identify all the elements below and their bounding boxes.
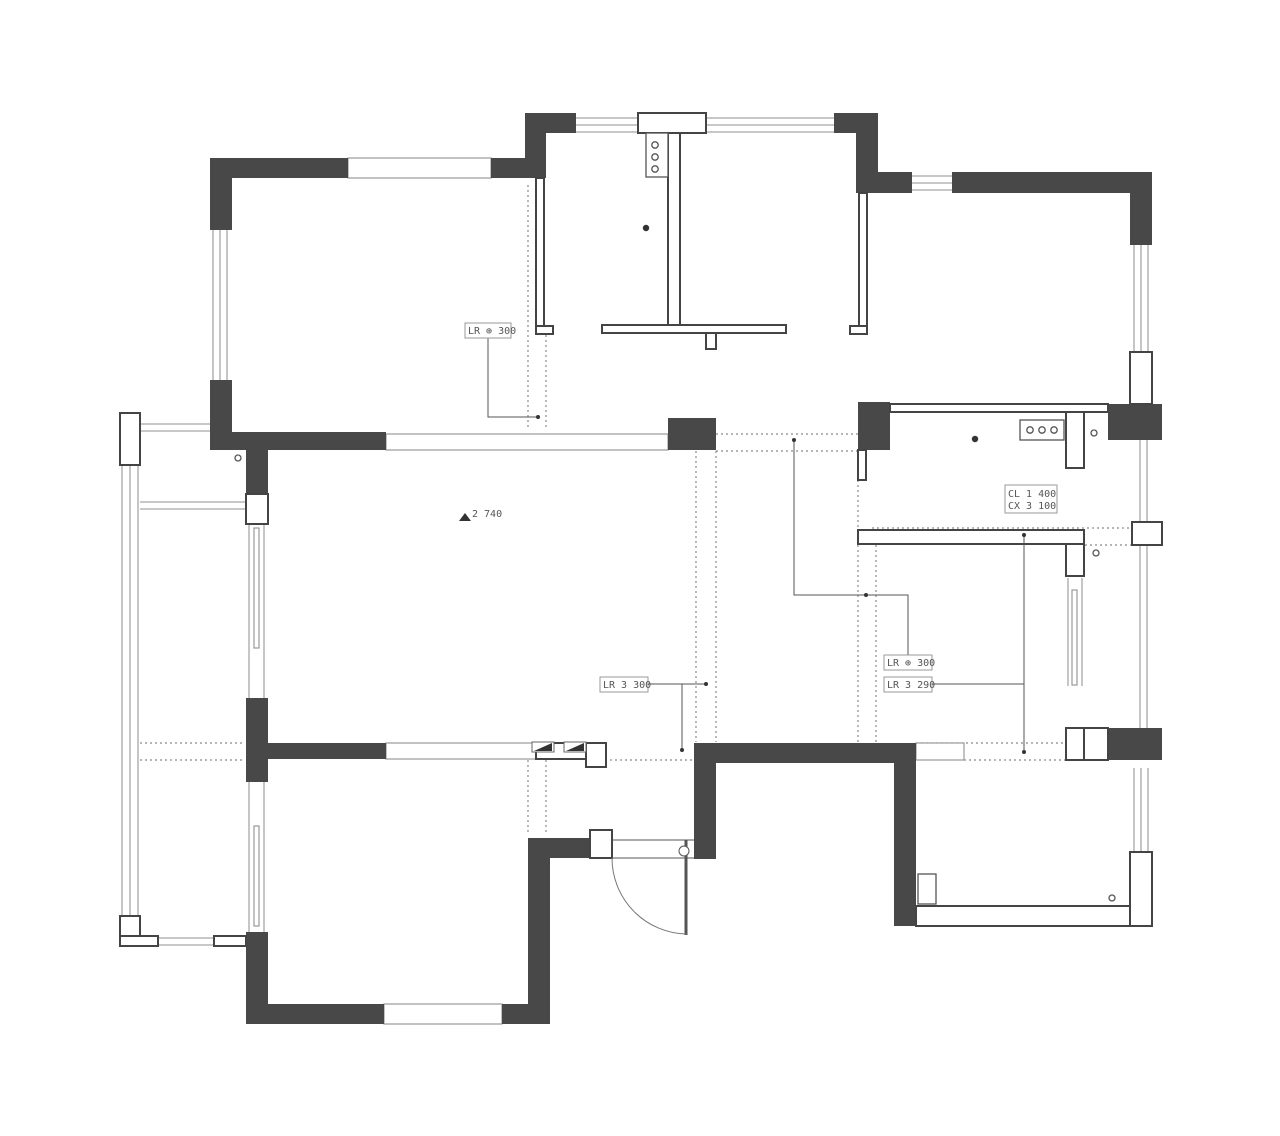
elevation-marker-icon xyxy=(531,741,587,753)
structural-walls xyxy=(210,113,1162,1024)
entry-door xyxy=(611,839,694,935)
tag-corridor-2-text: LR 3 290 xyxy=(887,680,935,691)
windows xyxy=(121,117,1149,1025)
tag-bath-line1-text: CL 1 400 xyxy=(1008,489,1056,500)
tag-living-mid: LR 3 300 xyxy=(599,676,651,693)
tag-corridor-1: LR ⊕ 300 xyxy=(883,654,935,671)
dotted-guides xyxy=(140,185,1132,835)
tag-bath: CL 1 400 CX 3 100 xyxy=(1004,484,1058,514)
partition-walls xyxy=(119,112,1163,947)
tag-corridor-2: LR 3 290 xyxy=(883,676,935,693)
tag-bath-line2-text: CX 3 100 xyxy=(1008,501,1056,512)
tag-living-center-text: 2 740 xyxy=(472,509,502,520)
fixtures xyxy=(234,132,1116,905)
leader-lines xyxy=(487,338,1026,754)
tag-corridor-1-text: LR ⊕ 300 xyxy=(887,658,935,669)
drain-icon xyxy=(642,224,650,232)
tag-living-mid-text: LR 3 300 xyxy=(603,680,651,691)
tag-room-nw-text: LR ⊕ 300 xyxy=(468,326,516,337)
tag-living-center: 2 740 xyxy=(459,509,502,521)
annotation-tags: LR ⊕ 300 2 740 LR 3 300 LR ⊕ 300 LR 3 29… xyxy=(459,322,1058,693)
drain-icon xyxy=(971,435,979,443)
tag-room-nw: LR ⊕ 300 xyxy=(464,322,516,339)
